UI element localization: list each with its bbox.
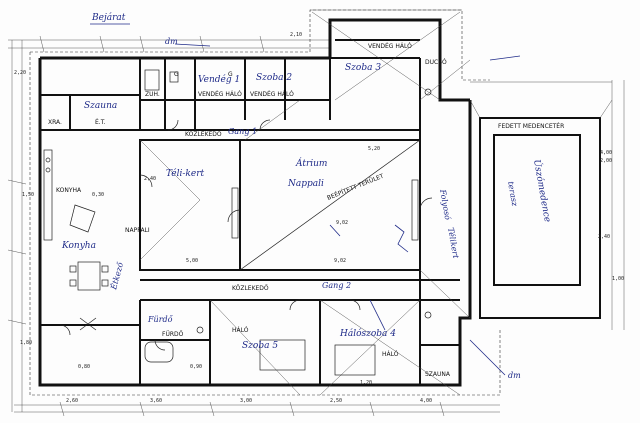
pool-area bbox=[469, 81, 613, 319]
label-zuh: ZUH. bbox=[145, 91, 160, 98]
dim-902b: 9,02 bbox=[334, 258, 346, 264]
hw-dm1: dm bbox=[165, 37, 178, 46]
dim-150: 1,50 bbox=[22, 192, 34, 198]
dim-030: 0,30 bbox=[92, 192, 104, 198]
hw-szoba3: Szoba 3 bbox=[345, 63, 381, 73]
dim-090: 0,90 bbox=[190, 364, 202, 370]
dim-260: 2,60 bbox=[66, 398, 78, 404]
label-vendeg-halo-right: VENDÉG HÁLÓ bbox=[368, 42, 412, 50]
hw-szoba5: Szoba 5 bbox=[242, 341, 278, 351]
dim-120: 1,20 bbox=[360, 380, 372, 386]
hw-folyoso: Folyosó bbox=[438, 188, 452, 221]
label-kozlekedo-bottom: KÖZLEKEDŐ bbox=[232, 285, 269, 292]
label-ducso: DUCSÓ bbox=[425, 59, 447, 66]
label-vendeg-halo-mid-right: VENDÉG HÁLÓ bbox=[250, 90, 294, 98]
dim-902a: 9,02 bbox=[336, 220, 348, 226]
dim-300: 3,00 bbox=[240, 398, 252, 404]
hw-bejarat: Bejárat bbox=[91, 12, 126, 23]
label-xra: XRA. bbox=[48, 119, 62, 126]
label-vendeg-halo-mid-left: VENDÉG HÁLÓ bbox=[198, 90, 242, 98]
hw-gang1: Gang 1 bbox=[228, 127, 257, 136]
dim-400b: 4,00 bbox=[420, 398, 432, 404]
label-nappali: NAPPALI bbox=[125, 227, 150, 234]
dim-240b: 2,40 bbox=[144, 176, 156, 182]
walls bbox=[38, 18, 472, 387]
roof-overhang bbox=[29, 9, 501, 396]
hw-szauna-top: Szauna bbox=[84, 101, 117, 111]
label-g2: G bbox=[228, 71, 233, 78]
hw-atrium: Átrium bbox=[295, 157, 327, 169]
hw-medence2: terasz bbox=[506, 181, 519, 208]
dim-250: 2,50 bbox=[330, 398, 342, 404]
label-beepitett-terulet: BEÉPÍTETT TERÜLET bbox=[326, 172, 385, 202]
furniture bbox=[43, 69, 432, 376]
dim-100: 1,00 bbox=[612, 276, 624, 282]
dim-200: 2,00 bbox=[600, 158, 612, 164]
hw-szoba2: Szoba 2 bbox=[256, 73, 292, 83]
hw-etkezo: Étkező bbox=[109, 260, 125, 291]
hw-hosszufal: Télikert bbox=[446, 227, 460, 260]
hw-konyha: Konyha bbox=[61, 241, 96, 251]
hw-gang2: Gang 2 bbox=[322, 281, 351, 290]
hw-furdo: Fürdő bbox=[147, 315, 174, 324]
label-konyha: KONYHA bbox=[56, 187, 82, 194]
label-furdo: FÜRDŐ bbox=[162, 331, 184, 338]
dim-080: 0,80 bbox=[78, 364, 90, 370]
label-halo-right: HÁLÓ bbox=[382, 351, 399, 358]
hw-dm2: dm bbox=[508, 371, 521, 380]
dim-220: 2,20 bbox=[14, 70, 26, 76]
roof-hips bbox=[139, 11, 471, 396]
dim-520: 5,20 bbox=[368, 146, 380, 152]
dimension-chains bbox=[7, 35, 625, 417]
hw-vendeg1: Vendég 1 bbox=[198, 74, 240, 85]
hw-telikert: Téli-kert bbox=[166, 168, 205, 179]
dim-240a: 2,40 bbox=[598, 234, 610, 240]
hw-medence: Úszómedence bbox=[531, 158, 554, 223]
label-kozlekedo-top: KÖZLEKEDŐ bbox=[185, 131, 222, 138]
hw-halo4: Hálószoba 4 bbox=[339, 328, 396, 339]
door-swings bbox=[59, 119, 433, 351]
dim-210: 2,10 bbox=[290, 32, 302, 38]
label-szauna: SZAUNA bbox=[425, 371, 451, 378]
label-g1: G bbox=[174, 71, 179, 78]
label-et: É.T. bbox=[95, 118, 106, 126]
label-halo-bottom: HÁLÓ bbox=[232, 327, 249, 334]
label-fedett-medence: FEDETT MEDENCETÉR bbox=[498, 122, 564, 130]
dim-360: 3,60 bbox=[150, 398, 162, 404]
hw-nappali: Nappali bbox=[287, 179, 324, 189]
dim-500: 5,00 bbox=[186, 258, 198, 264]
dimension-values: 9,02 9,02 5,00 5,20 4,00 2,00 2,40 2,40 … bbox=[14, 32, 624, 404]
dim-400: 4,00 bbox=[600, 150, 612, 156]
dim-180: 1,80 bbox=[20, 340, 32, 346]
